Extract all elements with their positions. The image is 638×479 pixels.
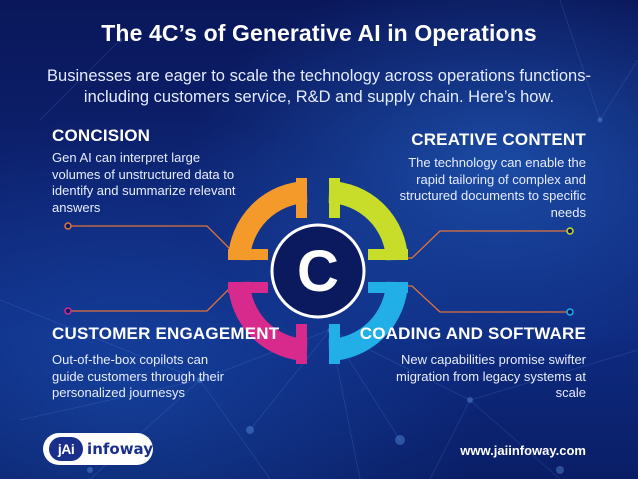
page-subtitle: Businesses are eager to scale the techno… — [47, 67, 591, 106]
website-link[interactable]: www.jaiinfoway.com — [460, 443, 586, 458]
concision-heading: CONCISION — [52, 126, 151, 145]
creative-content-text: The technology can enable the rapid tail… — [399, 155, 586, 220]
connector-creative — [383, 230, 570, 259]
arm-top-right — [329, 178, 340, 218]
creative-content-heading: CREATIVE CONTENT — [411, 130, 586, 149]
arm-left-bottom — [228, 282, 268, 293]
center-letter: C — [297, 239, 339, 304]
arm-top-left — [296, 178, 307, 218]
arm-bottom-left — [296, 324, 307, 364]
arm-left-top — [228, 249, 268, 260]
quadrant-coading-arc — [328, 281, 408, 361]
coading-software-heading: COADING AND SOFTWARE — [359, 324, 586, 343]
page-title: The 4C’s of Generative AI in Operations — [101, 20, 537, 46]
customer-engagement-heading: CUSTOMER ENGAGEMENT — [52, 324, 280, 343]
connector-coading — [383, 285, 570, 313]
connector-dots — [64, 222, 574, 316]
arm-right-bottom — [368, 282, 408, 293]
quadrant-creative-arc — [328, 181, 408, 261]
quadrant-engagement-arc — [228, 281, 308, 361]
brand-logo[interactable]: jAi infoway — [43, 433, 153, 465]
arm-bottom-right — [329, 324, 340, 364]
logo-mark: jAi — [49, 437, 84, 461]
arm-right-top — [368, 249, 408, 260]
center-fill — [278, 231, 358, 311]
logo-name: infoway — [87, 440, 153, 458]
coading-software-text: New capabilities promise swifter migrati… — [395, 352, 586, 400]
customer-engagement-text: Out-of-the-box copilots can guide custom… — [52, 352, 224, 400]
concision-text: Gen AI can interpret large volumes of un… — [52, 150, 236, 215]
quadrant-concision-arc — [228, 181, 308, 261]
